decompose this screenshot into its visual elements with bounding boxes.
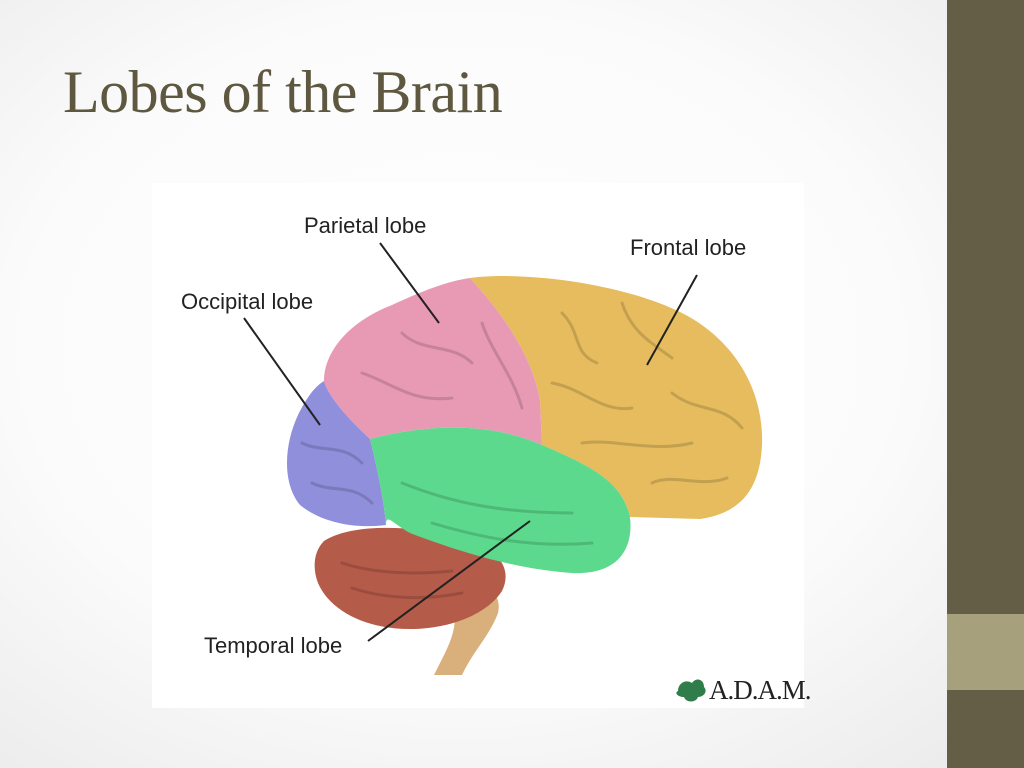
leader-line-occipital: [243, 317, 321, 426]
label-occipital-lobe: Occipital lobe: [181, 289, 314, 314]
brain-diagram: Parietal lobe Frontal lobe Occipital lob…: [152, 183, 812, 708]
frontal-lobe: [470, 276, 763, 519]
leader-lines: [243, 242, 698, 642]
cerebellum: [314, 527, 506, 629]
gyri-texture: [300, 301, 744, 600]
slide-title: Lobes of the Brain: [63, 59, 503, 125]
leader-line-parietal: [379, 242, 440, 324]
label-frontal-lobe: Frontal lobe: [630, 235, 747, 260]
brand-mark: A.D.A.M.: [672, 675, 812, 706]
label-parietal-lobe: Parietal lobe: [304, 213, 427, 238]
side-accent: [947, 614, 1024, 690]
brain-illustration: [243, 242, 763, 702]
brand-leaf-icon: [676, 679, 706, 702]
brand-logo: A.D.A.M.: [709, 675, 812, 705]
leader-line-frontal: [646, 274, 698, 366]
parietal-lobe: [324, 278, 542, 445]
leader-line-temporal: [367, 520, 531, 642]
temporal-lobe: [370, 427, 631, 574]
label-temporal-lobe: Temporal lobe: [204, 633, 343, 658]
occipital-lobe: [287, 381, 386, 527]
